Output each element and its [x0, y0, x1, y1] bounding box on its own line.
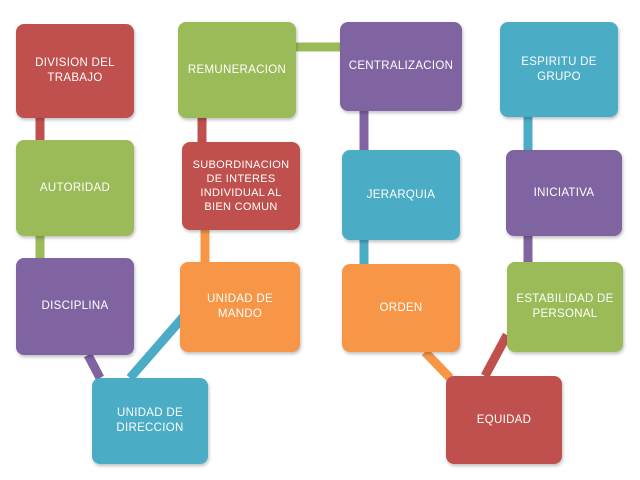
node-equidad: EQUIDAD: [446, 376, 562, 464]
node-estabilidad-de-personal: ESTABILIDAD DE PERSONAL: [507, 262, 623, 352]
node-division-del-trabajo: DIVISION DEL TRABAJO: [16, 24, 134, 118]
connector-disciplina-direccion: [84, 352, 104, 381]
connector-orden-equidad: [421, 348, 454, 382]
node-jerarquia: JERARQUIA: [342, 150, 460, 240]
node-centralizacion: CENTRALIZACION: [340, 22, 462, 111]
node-remuneracion: REMUNERACION: [178, 22, 296, 118]
node-orden: ORDEN: [342, 264, 460, 352]
node-unidad-de-direccion: UNIDAD DE DIRECCION: [92, 378, 208, 464]
node-unidad-de-mando: UNIDAD DE MANDO: [180, 262, 300, 352]
connector-direccion-mando: [126, 312, 189, 381]
node-espiritu-de-grupo: ESPIRITU DE GRUPO: [500, 22, 618, 117]
node-iniciativa: INICIATIVA: [506, 150, 622, 236]
node-autoridad: AUTORIDAD: [16, 140, 134, 236]
node-disciplina: DISCIPLINA: [16, 258, 134, 355]
connector-equidad-estabilidad: [481, 332, 511, 379]
node-subordinacion: SUBORDINACION DE INTERES INDIVIDUAL AL B…: [182, 142, 300, 230]
